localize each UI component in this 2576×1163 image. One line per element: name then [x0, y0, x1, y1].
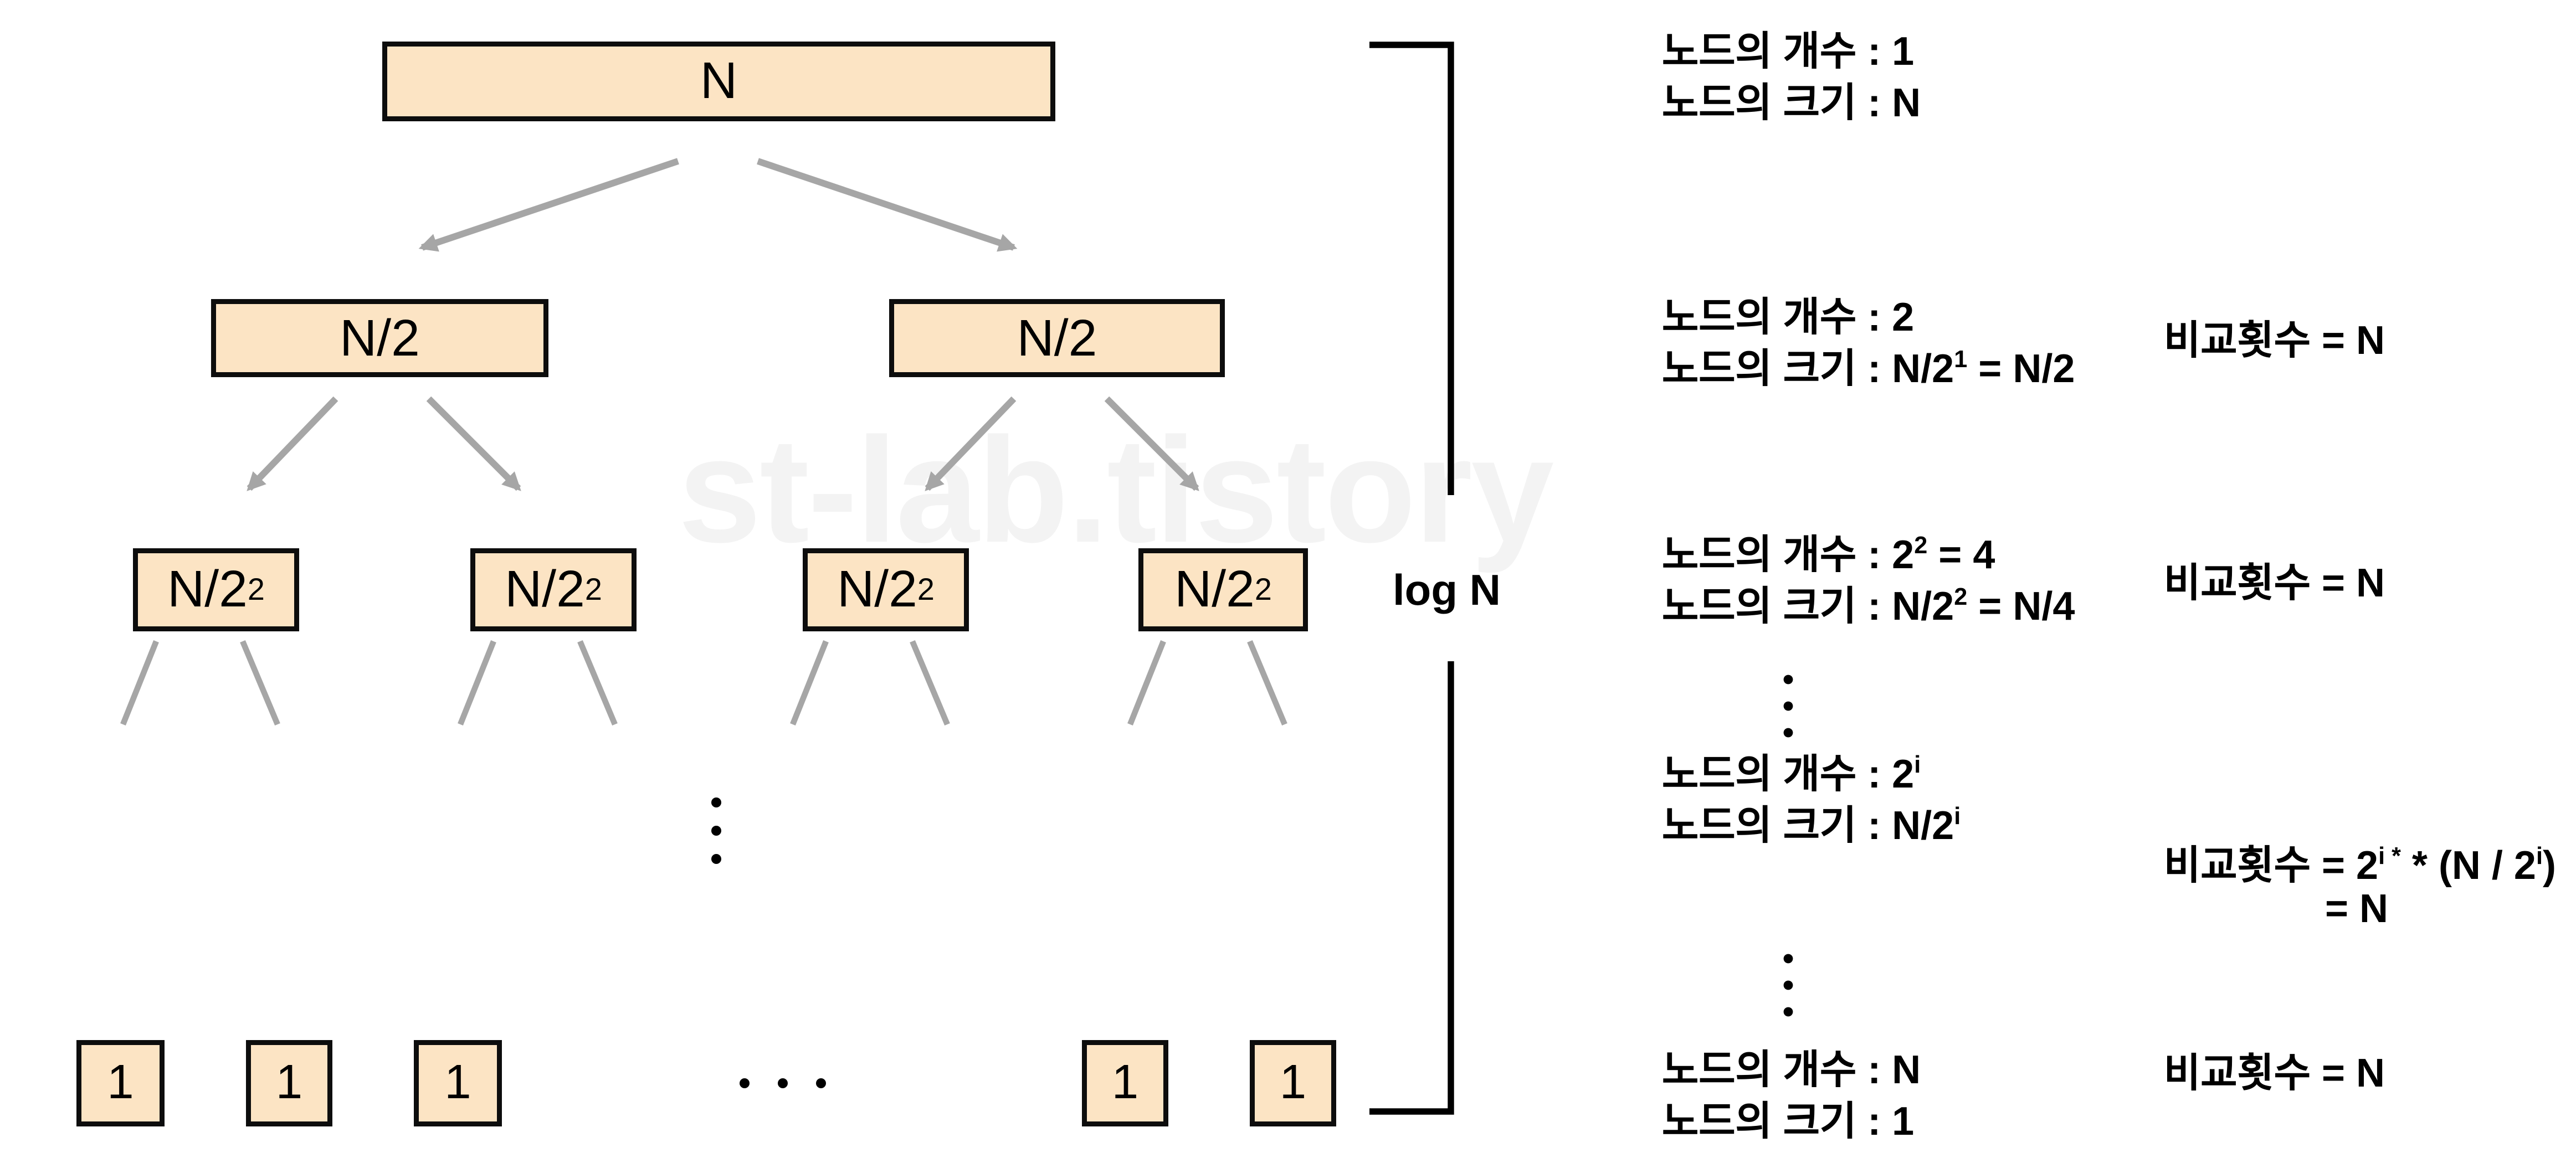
tree-leaf-1: 1 [76, 1040, 165, 1126]
tree-leaf-5: 1 [1250, 1040, 1336, 1126]
annotation-level-i-count: 노드의 개수 : 2i [1662, 753, 1921, 797]
tree-node-level3-3-label: N/2 [837, 560, 917, 618]
annotation-level-n-comparisons: 비교횟수 = N [2164, 1052, 2385, 1097]
annotation-level-n-count: 노드의 개수 : N [1662, 1048, 1921, 1093]
annotation-level3-comparisons: 비교횟수 = N [2164, 562, 2385, 606]
tree-node-level2-left-label: N/2 [340, 308, 420, 367]
edge-arrows-root-to-level2 [418, 158, 1018, 252]
leaf-horizontal-ellipsis [740, 1078, 826, 1088]
annotation-level2-count: 노드의 개수 : 2 [1662, 296, 1915, 341]
tree-leaf-5-label: 1 [1279, 1056, 1307, 1109]
tree-leaf-1-label: 1 [107, 1056, 134, 1109]
tree-node-level2-right-label: N/2 [1017, 308, 1097, 367]
tree-node-level3-2-label: N/2 [505, 560, 585, 618]
depth-bracket [1369, 42, 1454, 1115]
tree-vertical-ellipsis [711, 797, 721, 864]
annotation-level-i-comparisons-line2: = N [2325, 887, 2389, 932]
tree-node-root-label: N [700, 52, 738, 110]
annotation-level1-count: 노드의 개수 : 1 [1662, 30, 1915, 75]
tree-node-level2-left: N/2 [211, 299, 548, 377]
tree-leaf-3-label: 1 [444, 1056, 471, 1109]
tree-node-level2-right: N/2 [889, 299, 1225, 377]
tree-node-level3-4-label: N/2 [1174, 560, 1255, 618]
annotation-level2-size: 노드의 크기 : N/21 = N/2 [1662, 347, 2075, 392]
annotation-lower-ellipsis [1783, 954, 1793, 1017]
annotation-level3-size: 노드의 크기 : N/22 = N/4 [1662, 585, 2075, 630]
annotation-upper-ellipsis [1783, 675, 1793, 738]
truncated-edges-level3 [120, 640, 1287, 726]
annotation-level-i-comparisons: 비교횟수 = 2i * * (N / 2i) [2164, 844, 2556, 889]
tree-leaf-4: 1 [1082, 1040, 1168, 1126]
tree-leaf-2: 1 [246, 1040, 332, 1126]
tree-leaf-3: 1 [414, 1040, 502, 1126]
annotation-level1-size: 노드의 크기 : N [1662, 81, 1921, 126]
watermark-text: st-lab.tistory [678, 409, 1554, 575]
annotation-level-n-size: 노드의 크기 : 1 [1662, 1100, 1915, 1145]
tree-leaf-2-label: 1 [275, 1056, 303, 1109]
tree-node-root: N [382, 42, 1055, 121]
depth-label: log N [1393, 565, 1501, 615]
annotation-level-n: 노드의 개수 : N 노드의 크기 : 1 [1662, 1045, 1921, 1148]
annotation-level3-count: 노드의 개수 : 22 = 4 [1662, 533, 1995, 578]
tree-node-level3-1-label: N/2 [167, 560, 248, 618]
annotation-level-i: 노드의 개수 : 2i 노드의 크기 : N/2i [1662, 749, 1961, 852]
annotation-level2: 노드의 개수 : 2 노드의 크기 : N/21 = N/2 [1662, 292, 2075, 395]
annotation-level3: 노드의 개수 : 22 = 4 노드의 크기 : N/22 = N/4 [1662, 530, 2075, 633]
annotation-level1: 노드의 개수 : 1 노드의 크기 : N [1662, 27, 1921, 130]
tree-leaf-4-label: 1 [1111, 1056, 1139, 1109]
annotation-level2-comparisons: 비교횟수 = N [2164, 319, 2385, 364]
edge-arrows-level2-to-level3 [247, 396, 1199, 491]
annotation-level-i-size: 노드의 크기 : N/2i [1662, 804, 1961, 849]
